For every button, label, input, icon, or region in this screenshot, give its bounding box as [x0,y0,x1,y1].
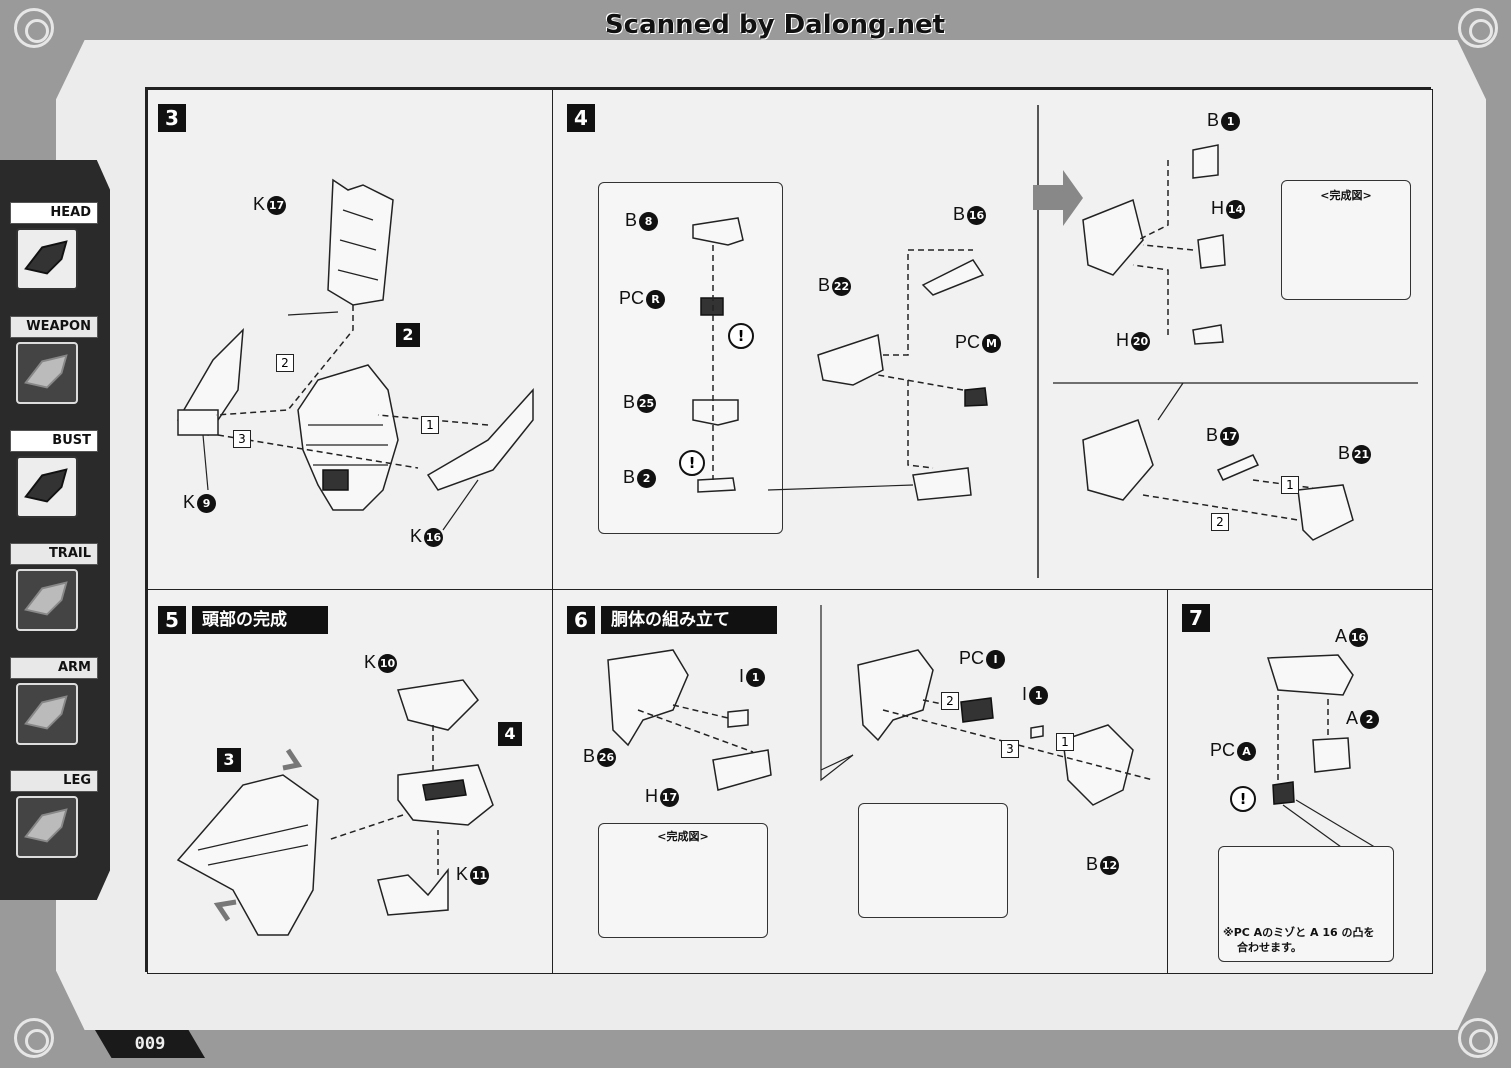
completed-view-inset: <完成図> [598,823,768,938]
step-reference-badge: 3 [217,748,241,772]
corner-ornament-icon [1458,1018,1498,1058]
arm-icon [16,683,78,745]
step-number: 7 [1182,604,1210,632]
warning-icon: ! [728,323,754,349]
weapon-icon [16,342,78,404]
step-5-illustration [176,679,494,936]
sidebar-item-leg[interactable]: LEG [10,770,98,870]
sidebar-item-label: ARM [10,657,98,679]
step-number: 6 [567,606,595,634]
inset-title: <完成図> [657,830,709,843]
warning-icon: ! [679,450,705,476]
order-marker: 2 [1211,513,1229,531]
detail-inset: ※PC Aのミゾと A 16 の凸を 合わせます。 [1218,846,1394,962]
watermark: Scanned by Dalong.net [604,10,946,40]
corner-ornament-icon [14,1018,54,1058]
step-number: 3 [158,104,186,132]
sidebar-item-trail[interactable]: TRAIL [10,543,98,643]
sidebar-item-head[interactable]: HEAD [10,202,98,302]
order-marker: 1 [1056,733,1074,751]
assembly-note: ※PC Aのミゾと A 16 の凸を [1223,926,1375,939]
step-reference-badge: 2 [396,323,420,347]
completed-view-inset: <完成図> [1281,180,1411,300]
order-marker: 1 [1281,476,1299,494]
sidebar-item-label: TRAIL [10,543,98,565]
sub-assembly-inset [598,182,783,534]
step-title: 頭部の完成 [192,606,328,634]
sidebar-item-label: LEG [10,770,98,792]
page-number: 009 [95,1030,205,1058]
sidebar-item-arm[interactable]: ARM [10,657,98,757]
order-marker: 2 [941,692,959,710]
leg-icon [16,796,78,858]
sidebar-item-weapon[interactable]: WEAPON [10,316,98,416]
inset-title: <完成図> [1320,189,1372,202]
order-marker: 1 [421,416,439,434]
head-icon [16,228,78,290]
corner-ornament-icon [14,8,54,48]
sidebar-item-label: BUST [10,430,98,452]
completed-view-inset [858,803,1008,918]
step-3-illustration [176,178,534,531]
order-marker: 3 [233,430,251,448]
tail-icon [16,569,78,631]
assembly-note: 合わせます。 [1237,941,1302,954]
order-marker: 2 [276,354,294,372]
step-number: 5 [158,606,186,634]
sidebar-item-bust[interactable]: BUST [10,430,98,530]
sidebar-item-label: WEAPON [10,316,98,338]
sidebar-item-label: HEAD [10,202,98,224]
step-title: 胴体の組み立て [601,606,777,634]
corner-ornament-icon [1458,8,1498,48]
step-4-panel: 4 [552,89,1433,591]
step-4-illustration [692,105,1418,578]
warning-icon: ! [1230,786,1256,812]
order-marker: 3 [1001,740,1019,758]
step-reference-badge: 4 [498,722,522,746]
step-7-illustration [1266,654,1384,853]
bust-icon [16,456,78,518]
step-number: 4 [567,104,595,132]
